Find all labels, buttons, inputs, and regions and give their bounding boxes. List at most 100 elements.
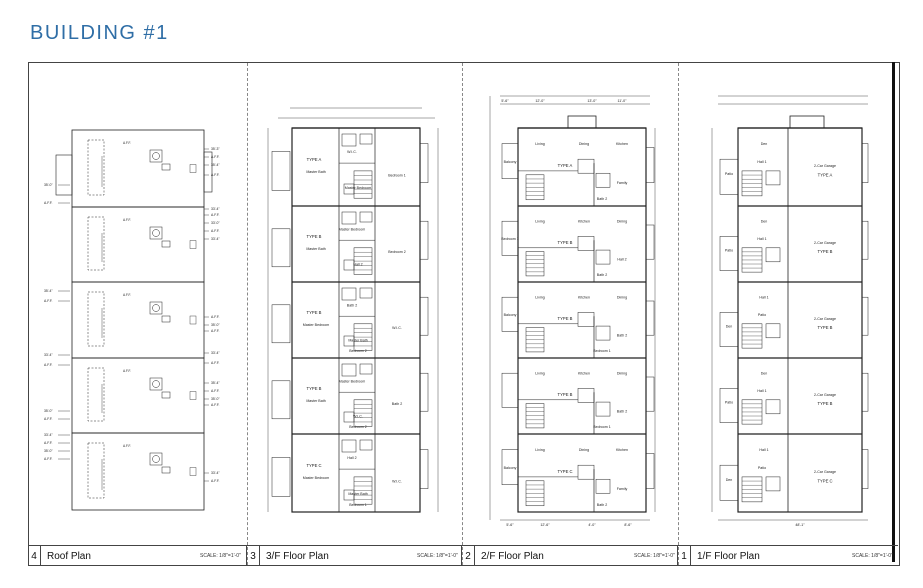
roof-section [71, 281, 205, 359]
unit-type-label: TYPE B [558, 240, 573, 245]
bath-fixture [765, 170, 781, 186]
elevation-tag: A.F.F. [211, 173, 220, 177]
panel-title-2f: 2 2/F Floor Plan SCALE: 1/8"=1'-0" [461, 546, 678, 566]
room-label: Bedroom 2 [349, 425, 367, 429]
roof-dashed-area [87, 216, 105, 271]
roof-fan [152, 380, 160, 388]
closet [359, 363, 373, 375]
floor-outline [517, 127, 647, 513]
elevation-tag: A.F.F. [211, 213, 220, 217]
room-label: Patio [758, 466, 766, 470]
elevation-tag: A.F.F. [211, 361, 220, 365]
elevation-tag: 35'-0" [211, 323, 220, 327]
unit-type-label: TYPE B [307, 310, 322, 315]
closet [359, 211, 373, 223]
room-label: 2-Car Garage [814, 393, 836, 397]
roof-dashed-area [87, 367, 105, 422]
bath-fixture [341, 287, 357, 301]
room-label: Kitchen [616, 448, 628, 452]
room-label: W.I.C. [392, 326, 402, 330]
room-label: Dining [617, 220, 627, 224]
roof-access [567, 115, 597, 129]
unit-type-label: TYPE C [817, 478, 832, 483]
floor-outline [737, 127, 863, 513]
room-label: Hall 2 [617, 258, 626, 262]
elevation-tag: 35'-4" [44, 289, 53, 293]
unit-type-label: TYPE B [558, 316, 573, 321]
unit-type-label: TYPE C [306, 463, 321, 468]
room-label: Bath 2 [597, 273, 607, 277]
sheet-edge [892, 62, 895, 562]
roof-dashed-area [87, 139, 105, 196]
patio [719, 464, 739, 501]
room-label: Bath 2 [597, 197, 607, 201]
elevation-tag: 35'-0" [44, 183, 53, 187]
room-label: Den [761, 142, 768, 146]
balcony [501, 220, 519, 256]
panel-scale: SCALE: 1/8"=1'-0" [417, 553, 458, 559]
panel-name: 3/F Floor Plan [266, 550, 329, 562]
room-label: Den [761, 372, 768, 376]
elevation-tag: 35'-4" [211, 381, 220, 385]
roof-dashed-area [87, 291, 105, 347]
roof-drain [189, 315, 197, 325]
bath-fixture [765, 399, 781, 415]
roof-vent [161, 240, 171, 248]
panel-divider [462, 63, 463, 565]
roof-equipment [149, 301, 163, 315]
elevation-tag: 33'-4" [211, 471, 220, 475]
garage-door [861, 220, 869, 260]
bath-fixture [595, 401, 611, 417]
elevation-tag: A.F.F. [211, 329, 220, 333]
room-label: Hall 1 [757, 160, 766, 164]
elevation-tag: A.F.F. [211, 155, 220, 159]
panel-name: 2/F Floor Plan [481, 550, 544, 562]
balcony [271, 228, 291, 268]
room-label: Balcony [504, 313, 517, 317]
panel-divider [678, 63, 679, 565]
dimension-label: 8'-6" [624, 523, 632, 527]
closet [359, 439, 373, 451]
unit-type-label: TYPE B [818, 325, 833, 330]
elevation-tag: 35'-4" [211, 163, 220, 167]
window-bay [645, 147, 655, 183]
roof-fan [152, 455, 160, 463]
elevation-tag: 35'-0" [44, 409, 53, 413]
window-bay [645, 376, 655, 412]
roof-note: A.F.F. [123, 218, 131, 222]
roof-equipment [149, 149, 163, 163]
room-label: Hall 1 [757, 389, 766, 393]
room-label: Master Bedroom [339, 379, 366, 383]
bath-fixture [341, 439, 357, 453]
bath-fixture [595, 172, 611, 188]
room-label: W.I.C. [353, 414, 363, 418]
balcony [501, 143, 519, 179]
elevation-tag: A.F.F. [211, 315, 220, 319]
panel-scale: SCALE: 1/8"=1'-0" [200, 553, 241, 559]
bath-fixture [595, 325, 611, 341]
dimension-label: 4'-0" [588, 523, 596, 527]
room-label: Bedroom 1 [388, 173, 406, 177]
room-label: Living [535, 220, 544, 224]
roof-vent [161, 315, 171, 323]
room-label: Living [535, 142, 544, 146]
room-label: Balcony [504, 466, 517, 470]
roof-equipment [149, 226, 163, 240]
roof-parapet [203, 151, 213, 193]
patio [719, 388, 739, 423]
roof-drain [189, 391, 197, 400]
closet [359, 287, 373, 299]
room-label: Bedroom 2 [349, 349, 367, 353]
roof-note: A.F.F. [123, 141, 131, 145]
dimension-label: 12'-0" [535, 99, 545, 103]
roof-section [71, 432, 205, 511]
room-label: Hall 1 [759, 296, 768, 300]
roof-note: A.F.F. [123, 369, 131, 373]
room-label: Kitchen [616, 142, 628, 146]
roof-parapet [55, 154, 73, 196]
roof-note: A.F.F. [123, 293, 131, 297]
room-label: Master Bath [306, 247, 325, 251]
elevation-tag: A.F.F. [44, 417, 53, 421]
dimension-label: 13'-0" [587, 99, 597, 103]
room-label: Den [726, 325, 733, 329]
